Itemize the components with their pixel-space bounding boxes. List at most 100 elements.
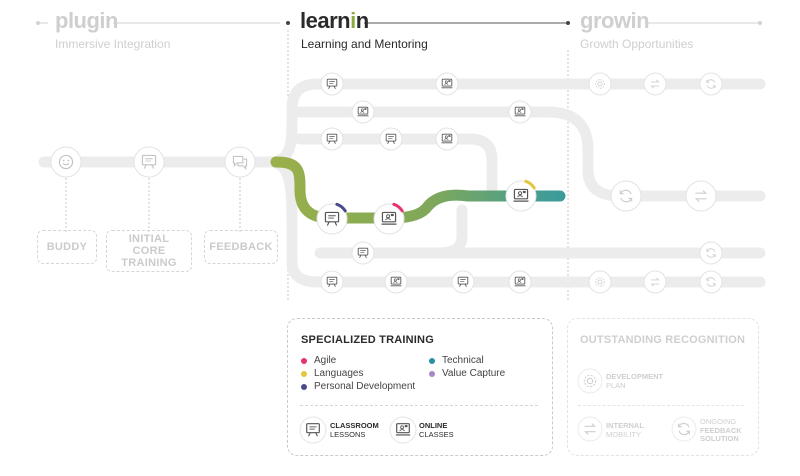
learnin-title-end: n xyxy=(355,8,369,33)
gear-icon xyxy=(588,270,612,294)
learnin-title-main: learn xyxy=(300,8,351,33)
legend-value-capture-label: Value Capture xyxy=(442,368,506,379)
category-marker xyxy=(392,202,404,213)
node-group xyxy=(50,72,723,294)
arrows-exchange-icon xyxy=(643,270,667,294)
refresh-cycle-icon xyxy=(699,241,723,265)
classroom-sub: LESSONS xyxy=(330,429,366,439)
node-circle xyxy=(685,180,717,212)
online-class-icon xyxy=(435,72,459,96)
legend-agile-label: Agile xyxy=(314,355,337,366)
legend-languages: Languages xyxy=(301,368,364,379)
phase-subtitle-growin: Growth Opportunities xyxy=(580,37,694,51)
node-circle xyxy=(643,72,667,96)
phase-title-plugin: plugin xyxy=(55,8,118,33)
presentation-board-icon xyxy=(320,127,344,151)
agile-dot xyxy=(301,357,307,364)
presentation-board-icon xyxy=(379,127,403,151)
outstanding-recognition-title: OUTSTANDING RECOGNITION xyxy=(580,334,746,346)
legend-technical: Technical xyxy=(429,355,484,366)
phase-subtitle-plugin: Immersive Integration xyxy=(55,37,171,51)
refresh-cycle-icon xyxy=(699,72,723,96)
presentation-board-icon xyxy=(316,202,348,235)
chat-bubbles-icon xyxy=(224,146,256,178)
internal-title: INTERNAL xyxy=(606,421,644,430)
personal-development-dot xyxy=(301,383,307,390)
plugin-box-initial-core-training: INITIAL CORE TRAINING xyxy=(106,230,192,272)
online-sub: CLASSES xyxy=(419,429,454,439)
ongoing-sub1: FEEDBACK xyxy=(700,425,742,435)
ongoing-title: ONGOING xyxy=(700,417,737,426)
online-class-icon xyxy=(384,270,408,294)
presentation-board-icon xyxy=(133,146,165,178)
node-circle xyxy=(320,72,344,96)
online-class-icon xyxy=(508,270,532,294)
node-circle xyxy=(224,146,256,178)
outstanding-recognition-panel xyxy=(567,318,759,456)
classroom-title: CLASSROOM xyxy=(330,421,379,430)
specialized-divider xyxy=(300,405,538,406)
arrows-exchange-icon xyxy=(643,72,667,96)
phase-subtitle-learnin: Learning and Mentoring xyxy=(301,37,428,51)
node-circle xyxy=(699,270,723,294)
languages-dot xyxy=(301,370,307,377)
timeline-arrows xyxy=(36,21,762,25)
node-circle xyxy=(588,72,612,96)
plugin-box-buddy: BUDDY xyxy=(37,230,97,264)
node-circle xyxy=(320,270,344,294)
online-class-icon xyxy=(508,100,532,124)
legend-technical-label: Technical xyxy=(442,355,484,366)
refresh-cycle-icon xyxy=(610,180,642,212)
online-class-icon xyxy=(351,100,375,124)
node-circle xyxy=(133,146,165,178)
legend-personal-development-label: Personal Development xyxy=(314,381,416,392)
online-classes-icon xyxy=(389,416,417,444)
online-class-icon xyxy=(505,179,537,212)
value-capture-dot xyxy=(429,370,435,377)
refresh-cycle-icon xyxy=(699,270,723,294)
gear-icon xyxy=(588,72,612,96)
arrows-exchange-icon xyxy=(685,180,717,212)
node-circle xyxy=(643,270,667,294)
legend-personal-development: Personal Development xyxy=(301,381,415,392)
node-circle xyxy=(699,72,723,96)
presentation-board-icon xyxy=(320,270,344,294)
smiley-icon xyxy=(50,146,82,178)
category-marker xyxy=(524,179,536,190)
technical-dot xyxy=(429,357,435,364)
node-circle xyxy=(379,127,403,151)
specialized-training-title: SPECIALIZED TRAINING xyxy=(301,334,434,346)
node-circle xyxy=(588,270,612,294)
ongoing-feedback-icon xyxy=(671,416,697,442)
presentation-board-icon xyxy=(351,241,375,265)
phase-title-learnin: learnin xyxy=(300,8,369,34)
node-circle xyxy=(451,270,475,294)
legend-value-capture: Value Capture xyxy=(429,368,505,379)
presentation-board-icon xyxy=(320,72,344,96)
node-circle xyxy=(699,241,723,265)
presentation-board-icon xyxy=(451,270,475,294)
internal-mobility-icon xyxy=(577,416,603,442)
learnin-title-accent: i xyxy=(350,8,356,33)
plugin-box-feedback: FEEDBACK xyxy=(204,230,278,264)
node-circle xyxy=(320,127,344,151)
legend-languages-label: Languages xyxy=(314,368,364,379)
category-marker xyxy=(335,202,347,213)
online-title: ONLINE xyxy=(419,421,448,430)
node-circle xyxy=(316,203,348,235)
specialized-training-panel xyxy=(287,318,553,456)
online-class-icon xyxy=(435,127,459,151)
online-class-icon xyxy=(373,202,405,235)
legend-agile: Agile xyxy=(301,355,336,366)
classroom-icon xyxy=(299,416,327,444)
ongoing-sub2: SOLUTION xyxy=(700,434,739,443)
node-circle xyxy=(351,241,375,265)
development-plan-icon xyxy=(577,368,603,394)
